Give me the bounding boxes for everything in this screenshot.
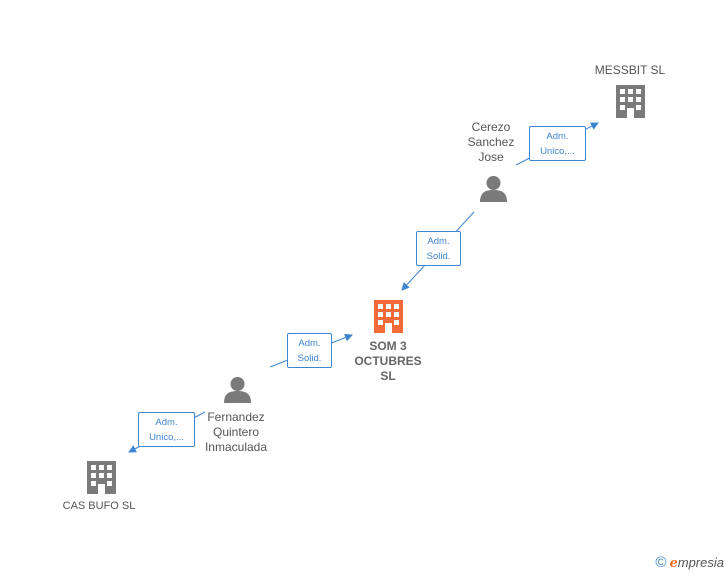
company-name: MESSBIT SL (594, 63, 666, 77)
brand-initial: e (669, 556, 678, 571)
company-name-line: SOM 3 (369, 339, 407, 353)
person-name-line: Jose (478, 150, 504, 164)
role-line: Solid. (426, 251, 451, 262)
person-name-line: Cerezo (471, 120, 511, 134)
company-name-line: OCTUBRES (354, 354, 422, 368)
node-label-som3[interactable]: SOM 3 OCTUBRES SL (336, 339, 440, 384)
edge-label-cerezo-messbit[interactable]: Adm. Unico,... (529, 126, 586, 161)
role-line: Adm. (546, 131, 569, 142)
brand-name: mpresia (677, 555, 724, 570)
company-name: CAS BUFO SL (62, 500, 136, 512)
node-label-cerezo[interactable]: Cerezo Sanchez Jose (451, 120, 531, 165)
copyright-icon: © (655, 554, 667, 571)
role-line: Unico,... (149, 432, 184, 443)
role-line: Adm. (155, 417, 178, 428)
role-line: Adm. (298, 338, 321, 349)
role-line: Solid. (297, 353, 322, 364)
company-name-line: SL (380, 369, 396, 383)
node-label-casbufo[interactable]: CAS BUFO SL (44, 499, 154, 514)
empresia-watermark[interactable]: ©empresia (655, 554, 724, 571)
person-icon[interactable] (224, 377, 251, 403)
role-line: Adm. (427, 236, 450, 247)
building-icon[interactable] (87, 461, 116, 494)
role-line: Unico,... (540, 146, 575, 157)
building-icon[interactable] (616, 85, 645, 118)
person-icon[interactable] (480, 176, 507, 202)
edge-label-cerezo-som3[interactable]: Adm. Solid. (416, 231, 461, 266)
node-label-messbit[interactable]: MESSBIT SL (580, 63, 680, 78)
edge-label-fernandez-som3[interactable]: Adm. Solid. (287, 333, 332, 368)
edge-label-fernandez-casbufo[interactable]: Adm. Unico,... (138, 412, 195, 447)
node-label-fernandez[interactable]: Fernandez Quintero Inmaculada (186, 410, 286, 455)
building-icon[interactable] (374, 300, 403, 333)
person-name-line: Fernandez (207, 410, 265, 424)
person-name-line: Sanchez (467, 135, 515, 149)
person-name-line: Quintero (212, 425, 260, 439)
person-name-line: Inmaculada (204, 440, 268, 454)
